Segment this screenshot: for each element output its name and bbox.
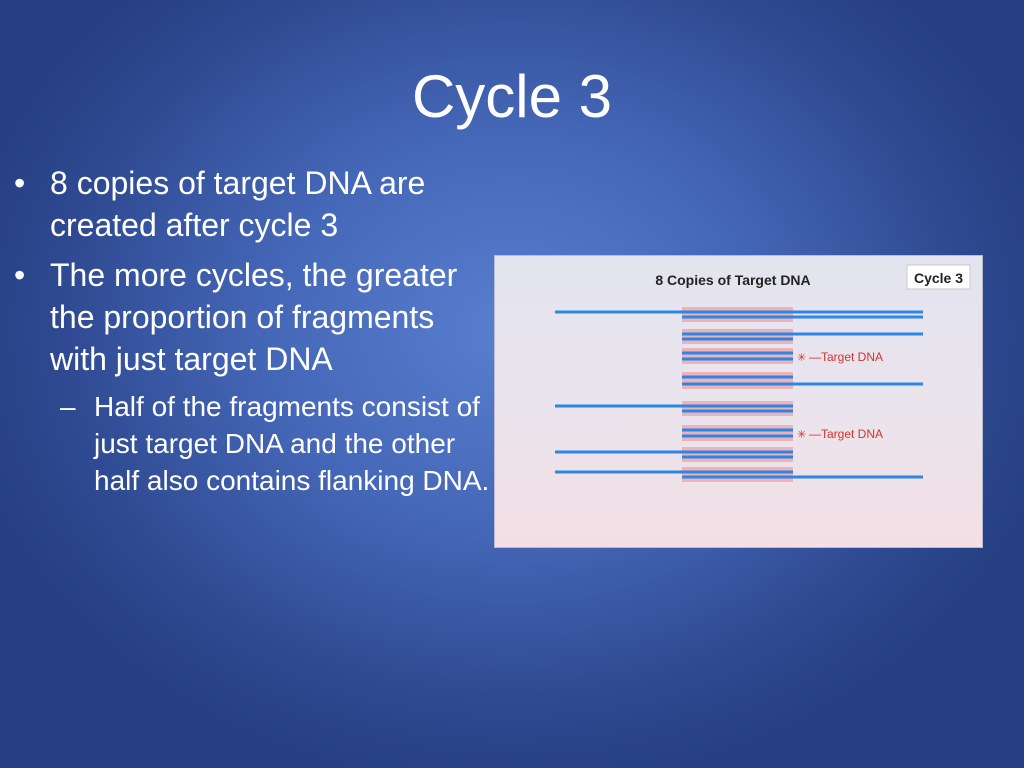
sub-bullet-marker: – (60, 391, 76, 422)
target-dna-legend-label: —Target DNA (809, 350, 883, 364)
target-dna-legend-marker: ✳ (797, 429, 806, 441)
bullet-list: • 8 copies of target DNA are created aft… (0, 162, 490, 499)
sub-bullet-text: Half of the fragments consist of just ta… (94, 391, 490, 496)
dna-fragments (555, 307, 923, 482)
bullet-item: • 8 copies of target DNA are created aft… (0, 162, 490, 246)
dna-strands-diagram: 8 Copies of Target DNA Cycle 3 ✳ —Target… (555, 264, 971, 482)
target-dna-legend-label: —Target DNA (809, 427, 883, 441)
bullet-text: 8 copies of target DNA are created after… (50, 165, 426, 243)
bullet-text: The more cycles, the greater the proport… (50, 257, 458, 377)
target-dna-region (682, 425, 793, 441)
target-dna-region (682, 307, 793, 322)
sub-bullet-item: – Half of the fragments consist of just … (0, 388, 490, 499)
target-dna-region (682, 329, 793, 344)
target-dna-region (682, 467, 793, 482)
cycle-badge (906, 264, 971, 290)
bullet-marker: • (14, 165, 26, 201)
target-dna-legend-marker: ✳ (797, 352, 806, 364)
target-dna-region (682, 372, 793, 389)
cycle-badge-label: Cycle 3 (914, 270, 963, 286)
slide-title: Cycle 3 (411, 63, 613, 130)
bullet-item: • The more cycles, the greater the propo… (0, 254, 490, 380)
dna-copies-figure: 8 Copies of Target DNA Cycle 3 ✳ —Target… (494, 255, 983, 548)
target-dna-region (682, 401, 793, 416)
target-dna-region (682, 447, 793, 462)
target-dna-region (682, 348, 793, 364)
bullet-marker: • (14, 257, 26, 293)
figure-title: 8 Copies of Target DNA (655, 272, 810, 288)
